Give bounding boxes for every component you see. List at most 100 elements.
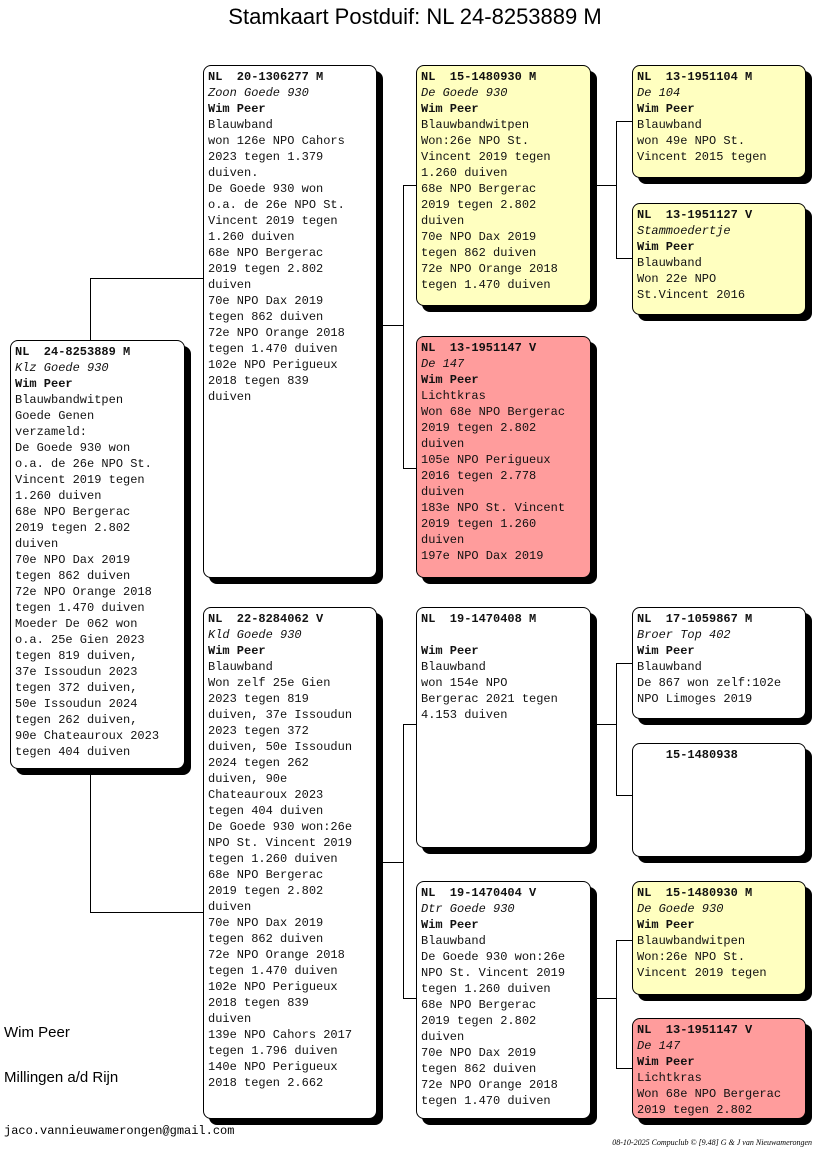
connector-line xyxy=(616,1068,632,1069)
connector-line xyxy=(403,724,416,725)
pigeon-info-line: 72e NPO Orange 2018 xyxy=(421,262,558,276)
pigeon-info-line: Won 68e NPO Bergerac xyxy=(421,405,566,419)
connector-line xyxy=(616,940,617,1068)
pigeon-info-line: De Goede 930 won:26e xyxy=(421,950,566,964)
pigeon-info-line: Vincent 2019 tegen xyxy=(421,150,551,164)
pigeon-info-line: tegen 862 duiven xyxy=(421,1062,537,1076)
pigeon-info-line: tegen 862 duiven xyxy=(15,569,131,583)
ring-number: NL 13-1951127 V xyxy=(637,208,753,222)
pigeon-info-line: duiven xyxy=(208,1012,252,1026)
ring-number: NL 15-1480930 M xyxy=(637,886,753,900)
pigeon-info-line: duiven xyxy=(208,390,252,404)
pigeon-info-line: Blauwband xyxy=(421,660,486,674)
pigeon-info-line: 4.153 duiven xyxy=(421,708,508,722)
pigeon-info-line: 1.260 duiven xyxy=(15,489,102,503)
pigeon-info-line: 197e NPO Dax 2019 xyxy=(421,549,544,563)
pigeon-card-dsd[interactable]: 15-1480938 xyxy=(632,743,806,857)
pigeon-info-line: tegen 1.470 duiven xyxy=(15,601,145,615)
pigeon-owner: Wim Peer xyxy=(637,240,695,254)
pigeon-info-line: Vincent 2015 tegen xyxy=(637,150,767,164)
pigeon-owner: Wim Peer xyxy=(421,102,479,116)
pigeon-info-line: tegen 1.796 duiven xyxy=(208,1044,338,1058)
pigeon-info-line: duiven xyxy=(421,214,465,228)
pigeon-name: De 147 xyxy=(637,1039,681,1053)
pigeon-info-line: duiven, 50e Issoudun xyxy=(208,740,353,754)
connector-line xyxy=(403,468,416,469)
pigeon-info-line: duiven xyxy=(208,278,252,292)
pigeon-info-line: 2018 tegen 2.662 xyxy=(208,1076,324,1090)
ring-number: NL 20-1306277 M xyxy=(208,70,324,84)
connector-line xyxy=(90,278,91,340)
pigeon-name: Stammoedertje xyxy=(637,224,731,238)
pigeon-info-line: tegen 1.260 duiven xyxy=(421,982,551,996)
owner-email[interactable]: jaco.vannieuwamerongen@gmail.com xyxy=(4,1124,235,1138)
pigeon-info-line: 68e NPO Bergerac xyxy=(421,182,537,196)
pigeon-info-line: 102e NPO Perigueux xyxy=(208,358,338,372)
pigeon-info-line: duiven xyxy=(421,437,465,451)
pigeon-info-line: tegen 262 duiven, xyxy=(15,713,138,727)
pigeon-info-line: NPO Limoges 2019 xyxy=(637,692,753,706)
pigeon-info-line: 68e NPO Bergerac xyxy=(208,868,324,882)
pigeon-info-line: 50e Issoudun 2024 xyxy=(15,697,138,711)
pigeon-info-line: tegen 1.260 duiven xyxy=(208,852,338,866)
pigeon-name: Klz Goede 930 xyxy=(15,361,109,375)
pigeon-info-line: 68e NPO Bergerac xyxy=(15,505,131,519)
pigeon-info-line: Vincent 2019 tegen xyxy=(637,966,767,980)
pigeon-info-line: Won zelf 25e Gien xyxy=(208,676,331,690)
pigeon-info-line: 72e NPO Orange 2018 xyxy=(15,585,152,599)
pigeon-info-line: won 49e NPO St. xyxy=(637,134,746,148)
pigeon-info-line: Bergerac 2021 tegen xyxy=(421,692,558,706)
pigeon-info-line: Moeder De 062 won xyxy=(15,617,138,631)
connector-line xyxy=(403,185,404,468)
pigeon-info-line: duiven xyxy=(208,900,252,914)
connector-line xyxy=(403,724,404,998)
pigeon-info-line: tegen 1.470 duiven xyxy=(421,278,551,292)
pigeon-info-line: Won:26e NPO St. xyxy=(421,134,530,148)
pigeon-info-line: De Goede 930 won xyxy=(15,441,131,455)
pigeon-info-line: Won 22e NPO xyxy=(637,272,717,286)
pigeon-info-line: De Goede 930 won:26e xyxy=(208,820,353,834)
pigeon-info-line: 2016 tegen 2.778 xyxy=(421,469,537,483)
pigeon-name: De 147 xyxy=(421,357,465,371)
connector-line xyxy=(403,185,416,186)
pigeon-info-line: tegen 1.470 duiven xyxy=(208,342,338,356)
pigeon-owner: Wim Peer xyxy=(208,644,266,658)
pigeon-info-line: Vincent 2019 tegen xyxy=(208,214,338,228)
pigeon-info-line: 105e NPO Perigueux xyxy=(421,453,551,467)
ring-number: NL 13-1951147 V xyxy=(637,1023,753,1037)
pigeon-owner: Wim Peer xyxy=(421,918,479,932)
pigeon-info-line: tegen 372 duiven, xyxy=(15,681,138,695)
ring-number: NL 22-8284062 V xyxy=(208,612,324,626)
pigeon-owner: Wim Peer xyxy=(208,102,266,116)
pigeon-info-line: Won 68e NPO Bergerac xyxy=(637,1087,782,1101)
pigeon-info-line: 2019 tegen 2.802 xyxy=(421,1014,537,1028)
pigeon-info-line: 2023 tegen 1.379 xyxy=(208,150,324,164)
pigeon-info-line: won 126e NPO Cahors xyxy=(208,134,345,148)
pigeon-info-line: Blauwband xyxy=(208,660,273,674)
connector-line xyxy=(616,663,617,795)
footer-credits: 08-10-2025 Compuclub © [9.48] G & J van … xyxy=(612,1138,812,1147)
pigeon-info-line: o.a. 25e Gien 2023 xyxy=(15,633,145,647)
pigeon-owner: Wim Peer xyxy=(637,1055,695,1069)
ring-number: NL 19-1470408 M xyxy=(421,612,537,626)
pigeon-owner: Wim Peer xyxy=(421,644,479,658)
pigeon-info-line: 183e NPO St. Vincent xyxy=(421,501,566,515)
connector-line xyxy=(616,940,632,941)
pigeon-info-line: duiven xyxy=(421,533,465,547)
pigeon-name: Broer Top 402 xyxy=(637,628,731,642)
pigeon-info-line: 70e NPO Dax 2019 xyxy=(208,916,324,930)
pigeon-info-line: Lichtkras xyxy=(637,1071,702,1085)
pigeon-info-line: 2019 tegen 2.802 xyxy=(421,421,537,435)
